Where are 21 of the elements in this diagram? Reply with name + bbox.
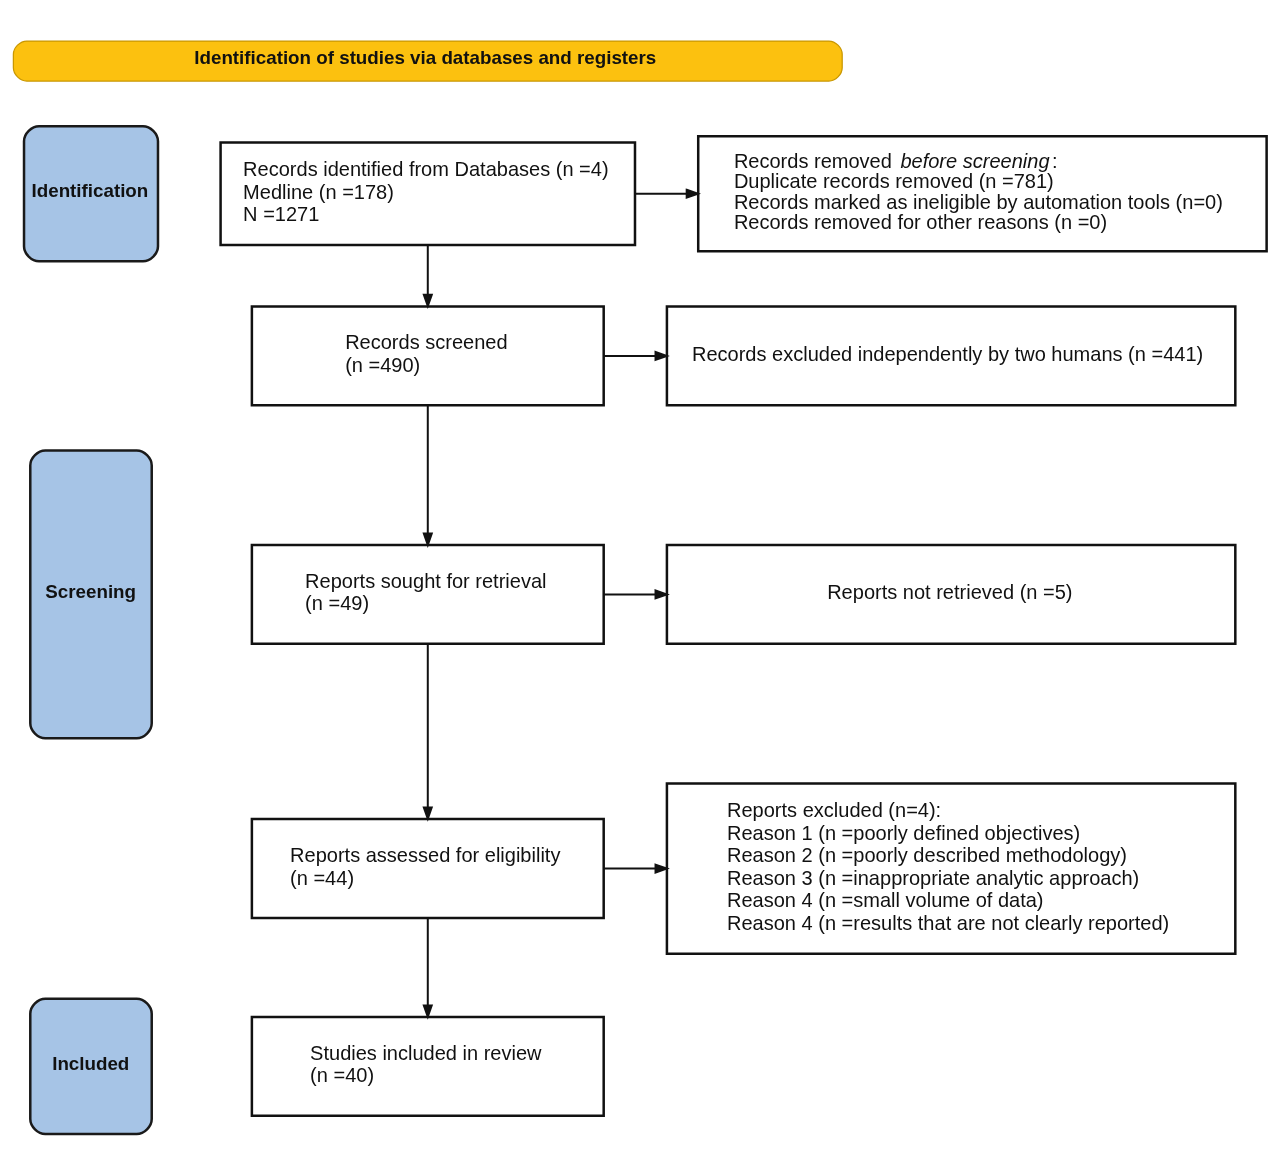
node-box: Identification — [22, 124, 160, 263]
node-box: Records removed before screening: Duplicate records removed (n =781) Records marked as ineligible by automation tools (n=0) Records removed for other reasons (n =0) — [696, 134, 1268, 253]
node-box: Reports not retrieved (n =5) — [665, 543, 1237, 646]
node-box: Records identified from Databases (n =4) Medline (n =178) N =1271 — [219, 141, 637, 247]
arrow — [422, 917, 434, 1020]
node-box: Reports excluded (n=4): Reason 1 (n =poorly defined objectives) Reason 2 (n =poorly described methodology) Reason 3 (n =inappropriate analytic approach) Reason 4 (n =small volume of data) Reason 4 (n =results that are not clearly reported) — [665, 782, 1237, 955]
arrow — [422, 244, 434, 310]
arrow — [603, 863, 670, 874]
node-box: Screening — [29, 449, 153, 740]
arrow — [603, 589, 670, 600]
arrow — [603, 350, 670, 362]
node-box: Records screened (n =490) — [250, 305, 605, 407]
node-box: Included — [29, 997, 153, 1136]
node-box: Reports sought for retrieval (n =49) — [250, 543, 605, 646]
arrow — [422, 404, 434, 548]
node-box: Reports assessed for eligibility (n =44) — [250, 817, 605, 920]
arrow — [634, 188, 701, 200]
arrow — [422, 643, 434, 822]
node-box: Records excluded independently by two humans (n =441) — [665, 305, 1237, 407]
node-box: Studies included in review (n =40) — [250, 1015, 605, 1118]
node-box: Identification of studies via databases and registers — [12, 40, 843, 82]
